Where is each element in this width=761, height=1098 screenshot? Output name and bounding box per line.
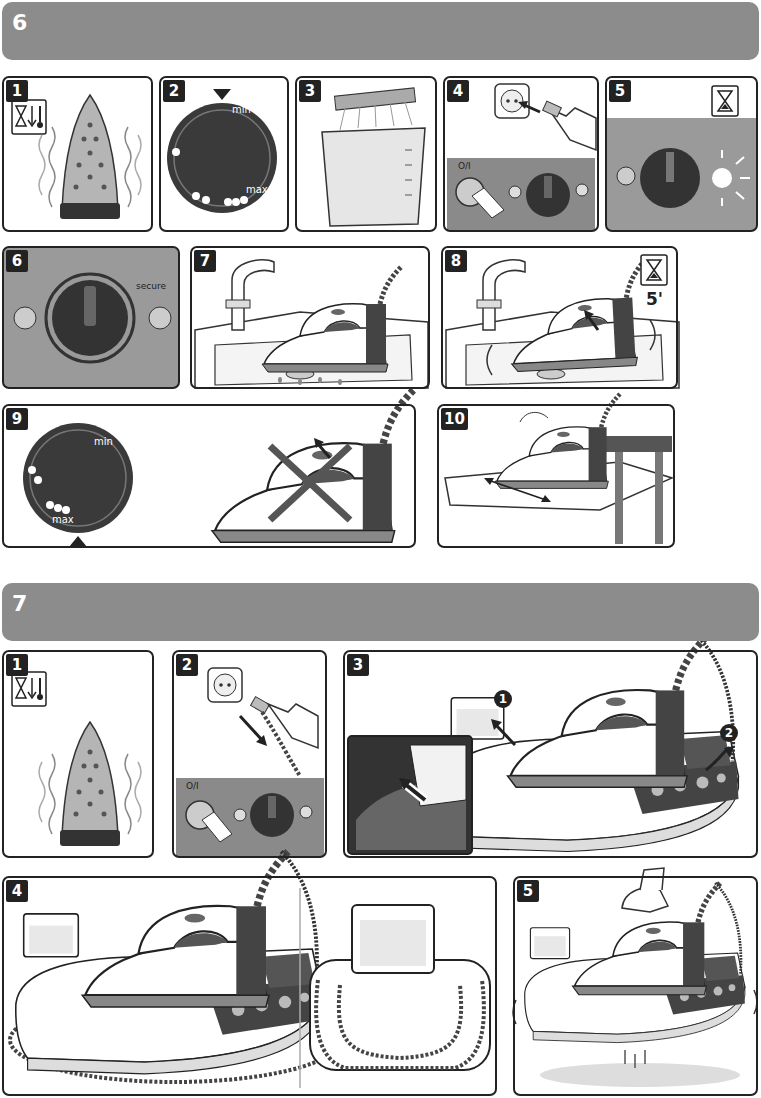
step-panel: 3 bbox=[295, 76, 437, 232]
step-panel: 6 bbox=[2, 246, 180, 389]
step-panel: 10 bbox=[437, 404, 675, 548]
step-panel: 7 bbox=[190, 246, 430, 389]
dial-label: min bbox=[232, 104, 251, 115]
dial-label: min bbox=[94, 436, 113, 447]
step-number: 5 bbox=[517, 880, 539, 902]
step-panel: 2 bbox=[172, 650, 327, 858]
dial-label: O/I bbox=[186, 782, 199, 792]
step-number: 1 bbox=[6, 80, 28, 102]
step-number: 4 bbox=[6, 880, 28, 902]
dial-label: O/I bbox=[458, 162, 471, 172]
callout-number: 1 bbox=[494, 690, 512, 708]
step-panel: 8 bbox=[441, 246, 678, 389]
step-panel: 4 bbox=[443, 76, 599, 232]
step-number: 9 bbox=[6, 408, 28, 430]
section-band: 7 bbox=[2, 583, 759, 641]
dial-label: 5' bbox=[646, 290, 663, 309]
section-band: 6 bbox=[2, 2, 759, 60]
step-panel: 5 bbox=[605, 76, 758, 232]
dial-label: max bbox=[52, 514, 74, 525]
step-number: 2 bbox=[163, 80, 185, 102]
step-panel: 1 bbox=[2, 650, 154, 858]
step-number: 6 bbox=[6, 250, 28, 272]
step-number: 1 bbox=[6, 654, 28, 676]
section-number: 6 bbox=[12, 10, 27, 36]
step-number: 5 bbox=[609, 80, 631, 102]
step-number: 3 bbox=[347, 654, 369, 676]
step-number: 4 bbox=[447, 80, 469, 102]
step-number: 8 bbox=[445, 250, 467, 272]
dial-label: max bbox=[246, 184, 268, 195]
step-number: 3 bbox=[299, 80, 321, 102]
step-panel: 9 bbox=[2, 404, 416, 548]
step-panel: 2 bbox=[159, 76, 289, 232]
step-number: 2 bbox=[176, 654, 198, 676]
section-number: 7 bbox=[12, 591, 27, 617]
step-number: 10 bbox=[441, 408, 468, 430]
step-panel: 5 bbox=[513, 876, 758, 1096]
step-panel: 4 bbox=[2, 876, 497, 1096]
dial-label: secure bbox=[136, 282, 166, 292]
callout-number: 2 bbox=[720, 724, 738, 742]
step-panel: 1 bbox=[2, 76, 153, 232]
step-number: 7 bbox=[194, 250, 216, 272]
step-panel: 3 bbox=[343, 650, 758, 858]
